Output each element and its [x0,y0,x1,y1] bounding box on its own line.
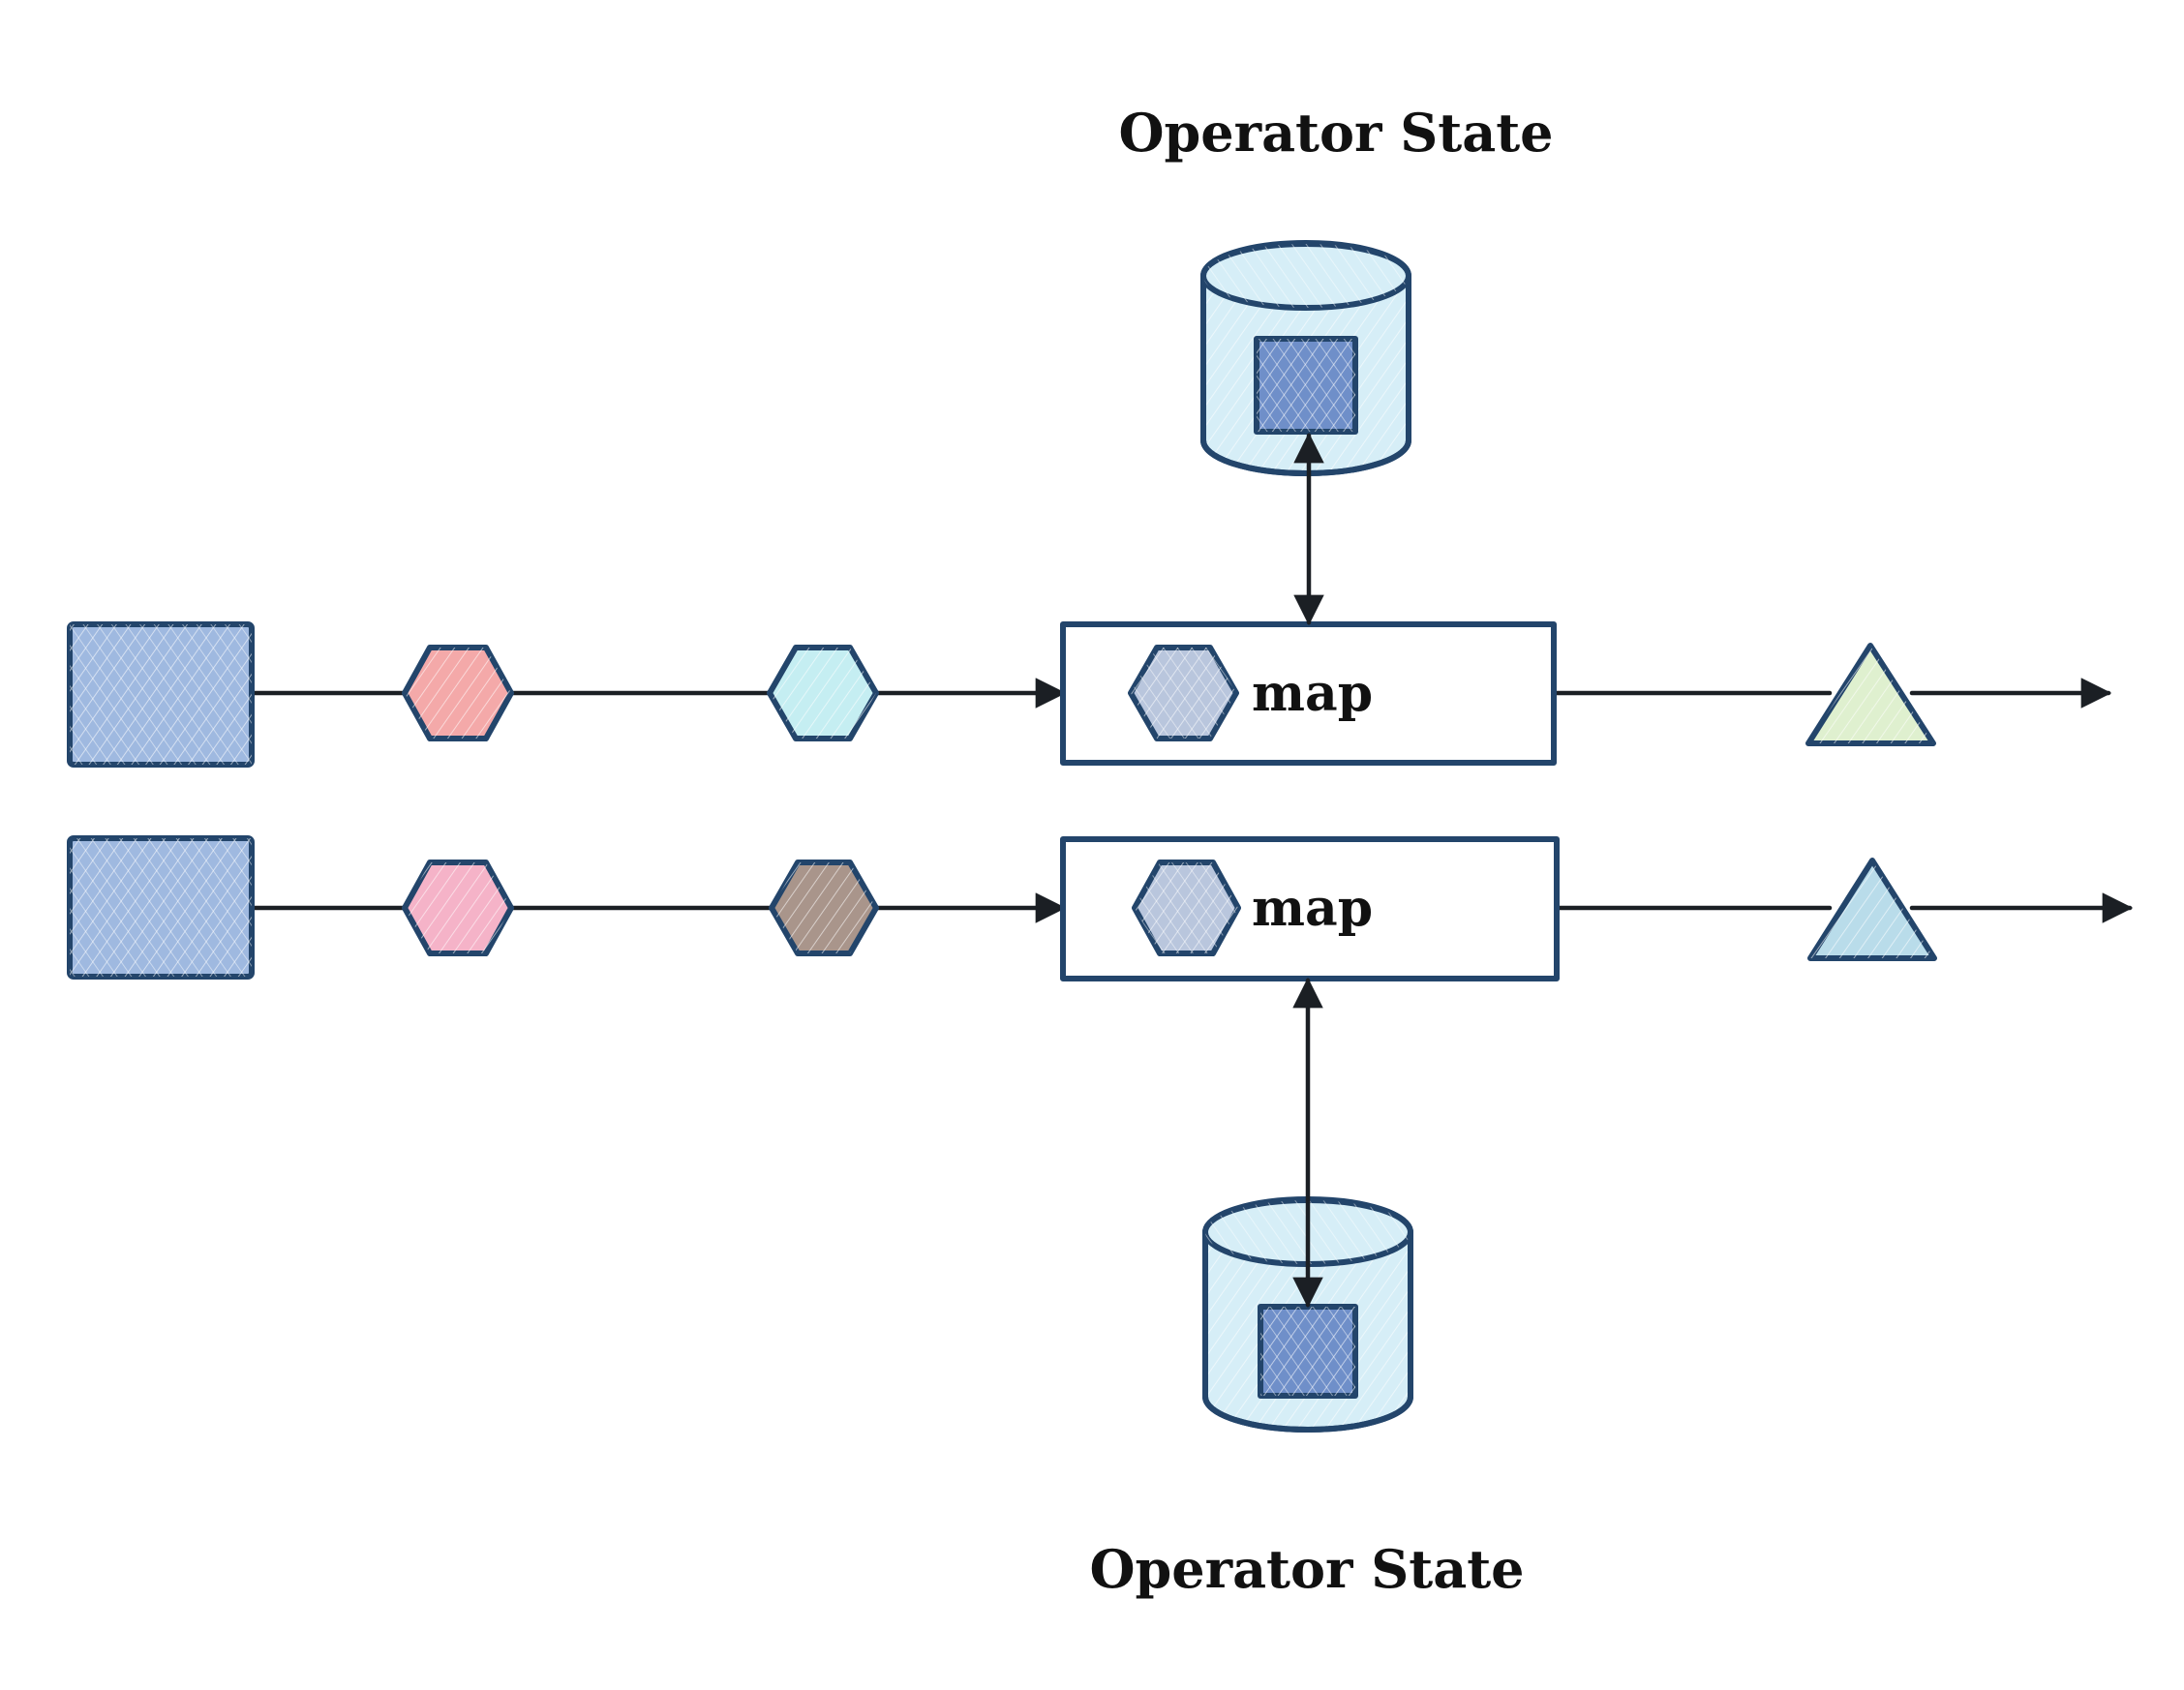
state-store-bottom [1202,1196,1413,1433]
state-bottom-title: Operator State [1089,1538,1524,1600]
stream-row-2: map [67,835,2134,981]
map-operator-1-label: map [1252,664,1373,723]
state-store-top [1200,240,1411,476]
map-operator-2-label: map [1252,879,1373,938]
state-top-title: Operator State [1118,102,1553,164]
stream-row-1: map [67,621,2112,768]
